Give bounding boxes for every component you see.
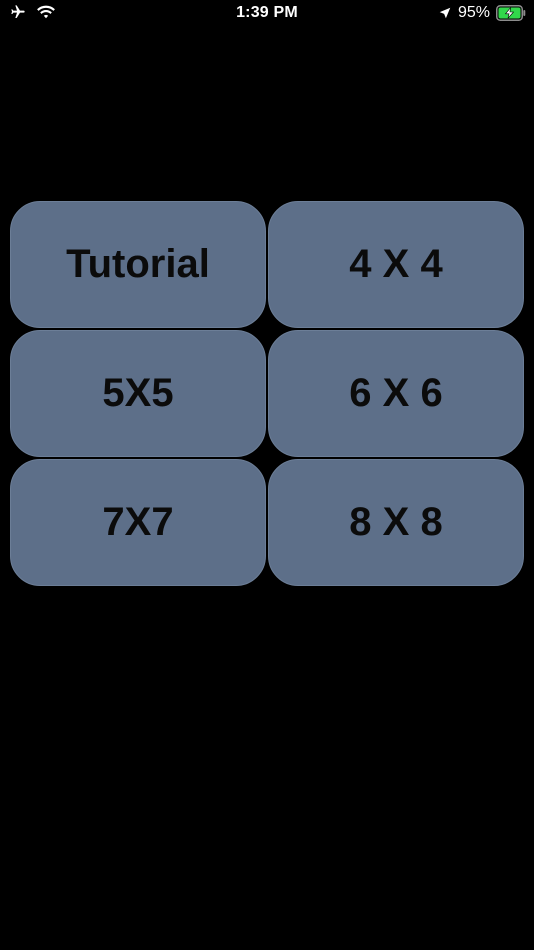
battery-charging-icon <box>496 5 526 21</box>
grid-5x5-button[interactable]: 5X5 <box>10 330 266 457</box>
status-right-group: 95% <box>438 4 526 22</box>
grid-6x6-button[interactable]: 6 X 6 <box>268 330 524 457</box>
status-time: 1:39 PM <box>236 4 298 21</box>
battery-percent: 95% <box>457 4 490 21</box>
status-bar: 1:39 PM 95% <box>0 0 534 28</box>
status-left-group <box>10 4 56 20</box>
mode-selection-grid: Tutorial 4 X 4 5X5 6 X 6 7X7 8 X 8 <box>10 201 524 586</box>
grid-7x7-button[interactable]: 7X7 <box>10 459 266 586</box>
tutorial-button[interactable]: Tutorial <box>10 201 266 328</box>
grid-8x8-button[interactable]: 8 X 8 <box>268 459 524 586</box>
location-arrow-icon <box>438 6 452 20</box>
wifi-icon <box>36 4 56 20</box>
airplane-icon <box>10 4 26 20</box>
grid-4x4-button[interactable]: 4 X 4 <box>268 201 524 328</box>
